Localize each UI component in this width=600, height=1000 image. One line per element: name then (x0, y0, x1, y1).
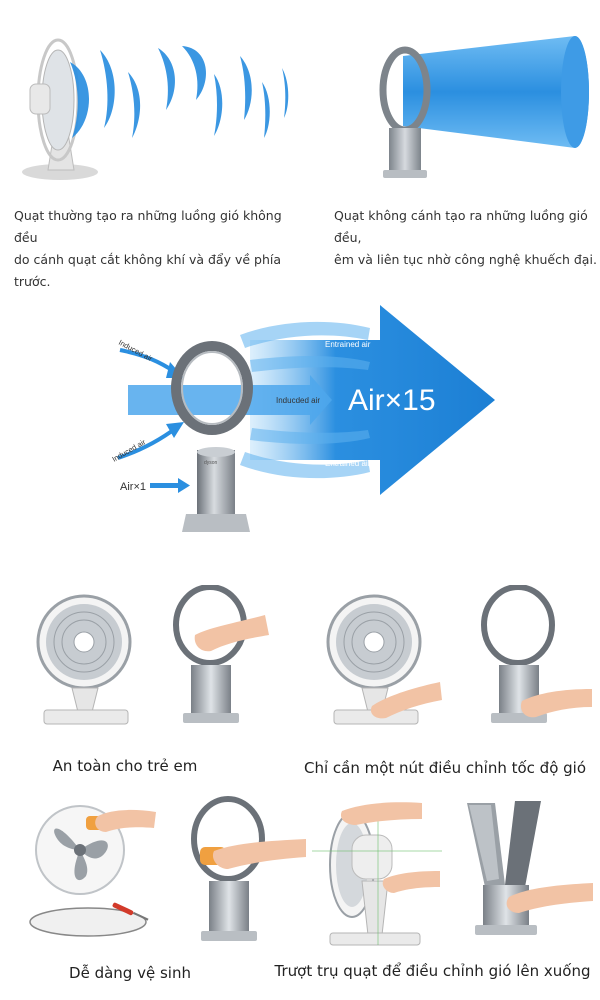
hand-icon (520, 689, 592, 718)
one-button-desk-fan-illustration (326, 594, 442, 725)
induced-air-center-label: Inducded air (276, 396, 320, 405)
screwdriver-icon (112, 902, 149, 921)
bladeless-fan-icon: dyson (171, 341, 253, 532)
desk-fan-icon (312, 812, 442, 946)
feature-one-button-label: Chỉ cần một nút điều chỉnh tốc độ gió (303, 759, 587, 777)
bladeless-fan-icon (379, 46, 431, 178)
desk-fan-icon (326, 594, 422, 725)
feature-easy-clean-label: Dễ dàng vệ sinh (69, 964, 191, 982)
regular-fan-airflow-illustration (22, 38, 289, 180)
bladeless-fan-icon (173, 585, 247, 723)
hand-icon (212, 839, 306, 869)
air-input-arrow (150, 478, 190, 493)
induced-air-bottom-arrow (117, 422, 184, 460)
bladeless-fan-airflow-illustration (379, 36, 589, 178)
air-output-label: Air×15 (348, 384, 436, 417)
easy-clean-bladeless-fan-illustration (191, 796, 306, 941)
hand-icon (340, 802, 422, 825)
bladeless-fan-icon (467, 801, 541, 935)
desk-fan-icon (36, 594, 132, 725)
regular-fan-caption-line2: do cánh quạt cắt không khí và đẩy về phí… (14, 252, 281, 289)
svg-text:dyson: dyson (204, 460, 218, 466)
tilt-bladeless-fan-illustration (467, 801, 593, 935)
air-input-label: Air×1 (120, 481, 146, 493)
regular-fan-caption-line1: Quạt thường tạo ra những luồng gió không… (14, 208, 282, 245)
entrained-air-bottom-label: Entrained air (325, 459, 371, 468)
bladeless-fan-caption: Quạt không cánh tạo ra những luồng gió đ… (334, 205, 599, 271)
hand-icon (506, 883, 593, 913)
entrained-air-top-label: Entrained air (325, 340, 371, 349)
tilt-desk-fan-illustration (312, 802, 442, 946)
feature-tilt-label: Trượt trụ quạt để điều chỉnh gió lên xuố… (274, 962, 591, 980)
air-output-arrow (250, 305, 495, 495)
desk-fan-icon (22, 38, 98, 180)
one-button-bladeless-fan-illustration (481, 585, 592, 723)
hand-icon (95, 809, 156, 832)
bladeless-fan-caption-line1: Quạt không cánh tạo ra những luồng gió đ… (334, 208, 588, 245)
air-multiplier-diagram: dyson Entrained air Inducded air Entrain… (111, 305, 495, 532)
bladeless-fan-icon (191, 796, 265, 941)
hand-icon (370, 682, 442, 719)
feature-safety-label: An toàn cho trẻ em (52, 757, 198, 775)
hand-icon (194, 615, 269, 652)
regular-fan-caption: Quạt thường tạo ra những luồng gió không… (14, 205, 304, 293)
bladeless-fan-caption-line2: êm và liên tục nhờ công nghệ khuếch đại. (334, 252, 597, 267)
easy-clean-desk-fan-illustration (29, 805, 156, 937)
safety-bladeless-fan-illustration (173, 585, 269, 723)
safety-desk-fan-illustration (36, 594, 132, 725)
hand-icon (382, 871, 440, 893)
